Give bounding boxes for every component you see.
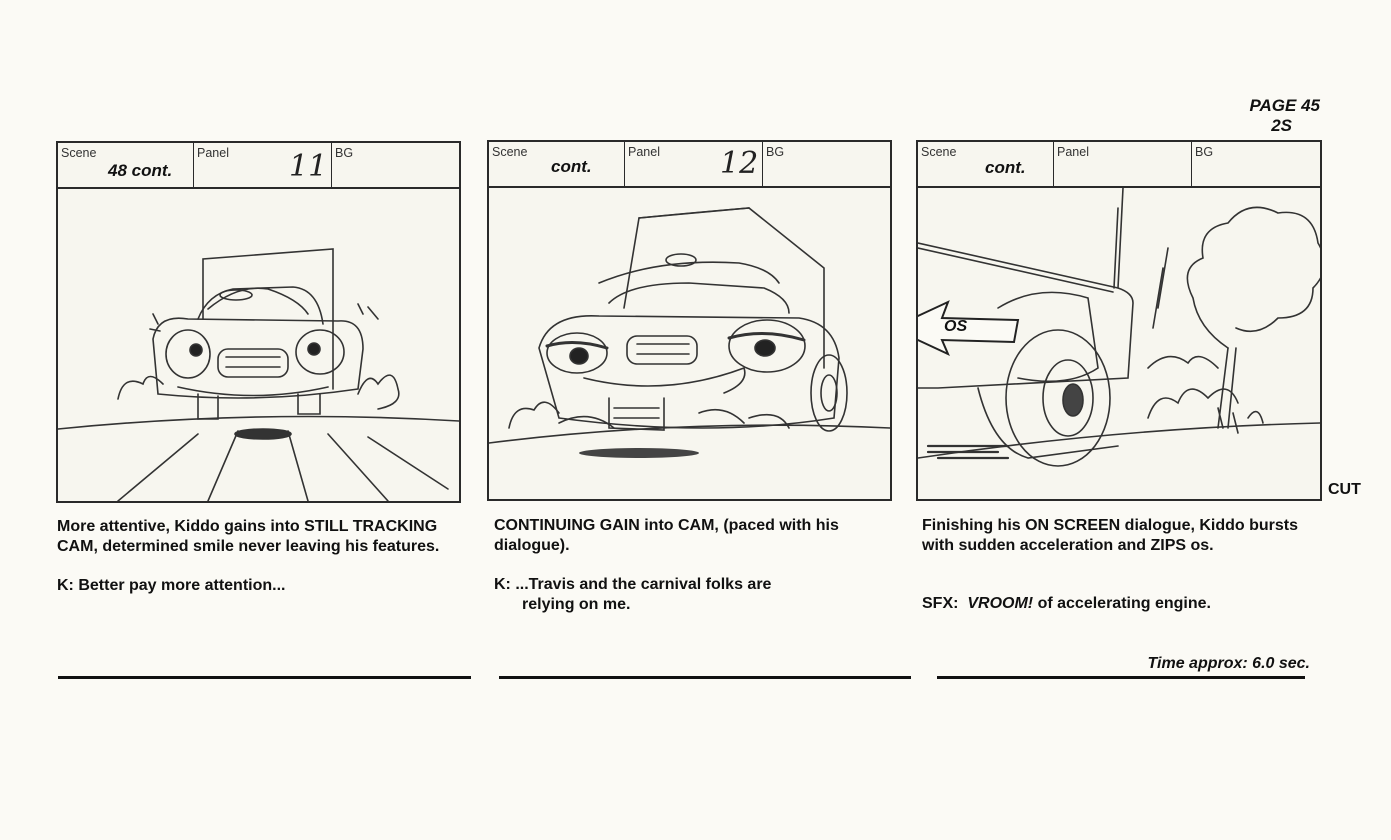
panel-number: 12 — [720, 146, 759, 181]
storyboard-panel-2: Scene cont. Panel 12 BG — [487, 140, 892, 501]
panel-cell: Panel 12 — [625, 142, 763, 186]
action-text: More attentive, Kiddo gains into STILL T… — [57, 518, 440, 555]
bg-label: BG — [766, 145, 785, 159]
scene-label: Scene — [921, 145, 957, 159]
bg-label: BG — [335, 146, 354, 160]
sfx-rest: of accelerating engine. — [1037, 595, 1211, 612]
panel-sketch-3: OS — [918, 188, 1320, 499]
divider-line-3 — [937, 676, 1305, 679]
panel-number: 11 — [289, 149, 328, 184]
scene-cell: Scene cont. — [918, 142, 1054, 186]
transition-label: CUT — [1328, 481, 1361, 498]
panel-label: Panel — [1057, 145, 1089, 159]
timing-label: Time approx: 6.0 sec. — [1147, 655, 1310, 672]
bg-label: BG — [1195, 145, 1214, 159]
panel-label: Panel — [628, 145, 660, 159]
scene-value: cont. — [551, 157, 592, 176]
divider-line-1 — [58, 676, 471, 679]
panel-cell: Panel — [1054, 142, 1192, 186]
divider-line-2 — [499, 676, 911, 679]
panel-1-description: More attentive, Kiddo gains into STILL T… — [57, 517, 457, 616]
scene-value: 48 cont. — [108, 161, 173, 180]
panel-2-description: CONTINUING GAIN into CAM, (paced with hi… — [494, 516, 894, 634]
action-text: Finishing his ON SCREEN dialogue, Kiddo … — [922, 517, 1299, 554]
os-label: OS — [944, 318, 968, 335]
dialogue-line-2: relying on me. — [522, 595, 631, 613]
panel-label: Panel — [197, 146, 229, 160]
os-arrow: OS — [918, 298, 1020, 358]
panel-cell: Panel 11 — [194, 143, 332, 187]
sfx-label: SFX: — [922, 595, 959, 612]
storyboard-panel-1: Scene 48 cont. Panel 11 BG — [56, 141, 461, 503]
panel-sketch-2 — [489, 188, 890, 499]
sfx-word: VROOM! — [967, 595, 1034, 612]
bg-cell: BG — [763, 142, 890, 186]
panel-header: Scene cont. Panel 12 BG — [489, 142, 890, 188]
action-text: CONTINUING GAIN into CAM, (paced with hi… — [494, 517, 839, 554]
panel-header: Scene 48 cont. Panel 11 BG — [58, 143, 459, 189]
page-number-label: PAGE 45 — [1249, 96, 1320, 115]
page-number: PAGE 45 2S — [1232, 96, 1320, 136]
dialogue-text: K: Better pay more attention... — [57, 577, 286, 594]
scene-label: Scene — [492, 145, 528, 159]
panel-3-description: Finishing his ON SCREEN dialogue, Kiddo … — [922, 516, 1317, 634]
panel-sketch-1 — [58, 189, 459, 501]
scene-cell: Scene cont. — [489, 142, 625, 186]
panel-header: Scene cont. Panel BG — [918, 142, 1320, 188]
scene-cell: Scene 48 cont. — [58, 143, 194, 187]
sfx-text: SFX: VROOM! of accelerating engine. — [922, 594, 1317, 614]
scene-value: cont. — [985, 158, 1026, 177]
scene-label: Scene — [61, 146, 97, 160]
bg-cell: BG — [332, 143, 459, 187]
dialogue-line-1: K: ...Travis and the carnival folks are — [494, 576, 772, 593]
page-sub-label: 2S — [1271, 116, 1292, 135]
bg-cell: BG — [1192, 142, 1320, 186]
dialogue-text: K: ...Travis and the carnival folks are … — [494, 575, 894, 614]
storyboard-panel-3: Scene cont. Panel BG — [916, 140, 1322, 501]
